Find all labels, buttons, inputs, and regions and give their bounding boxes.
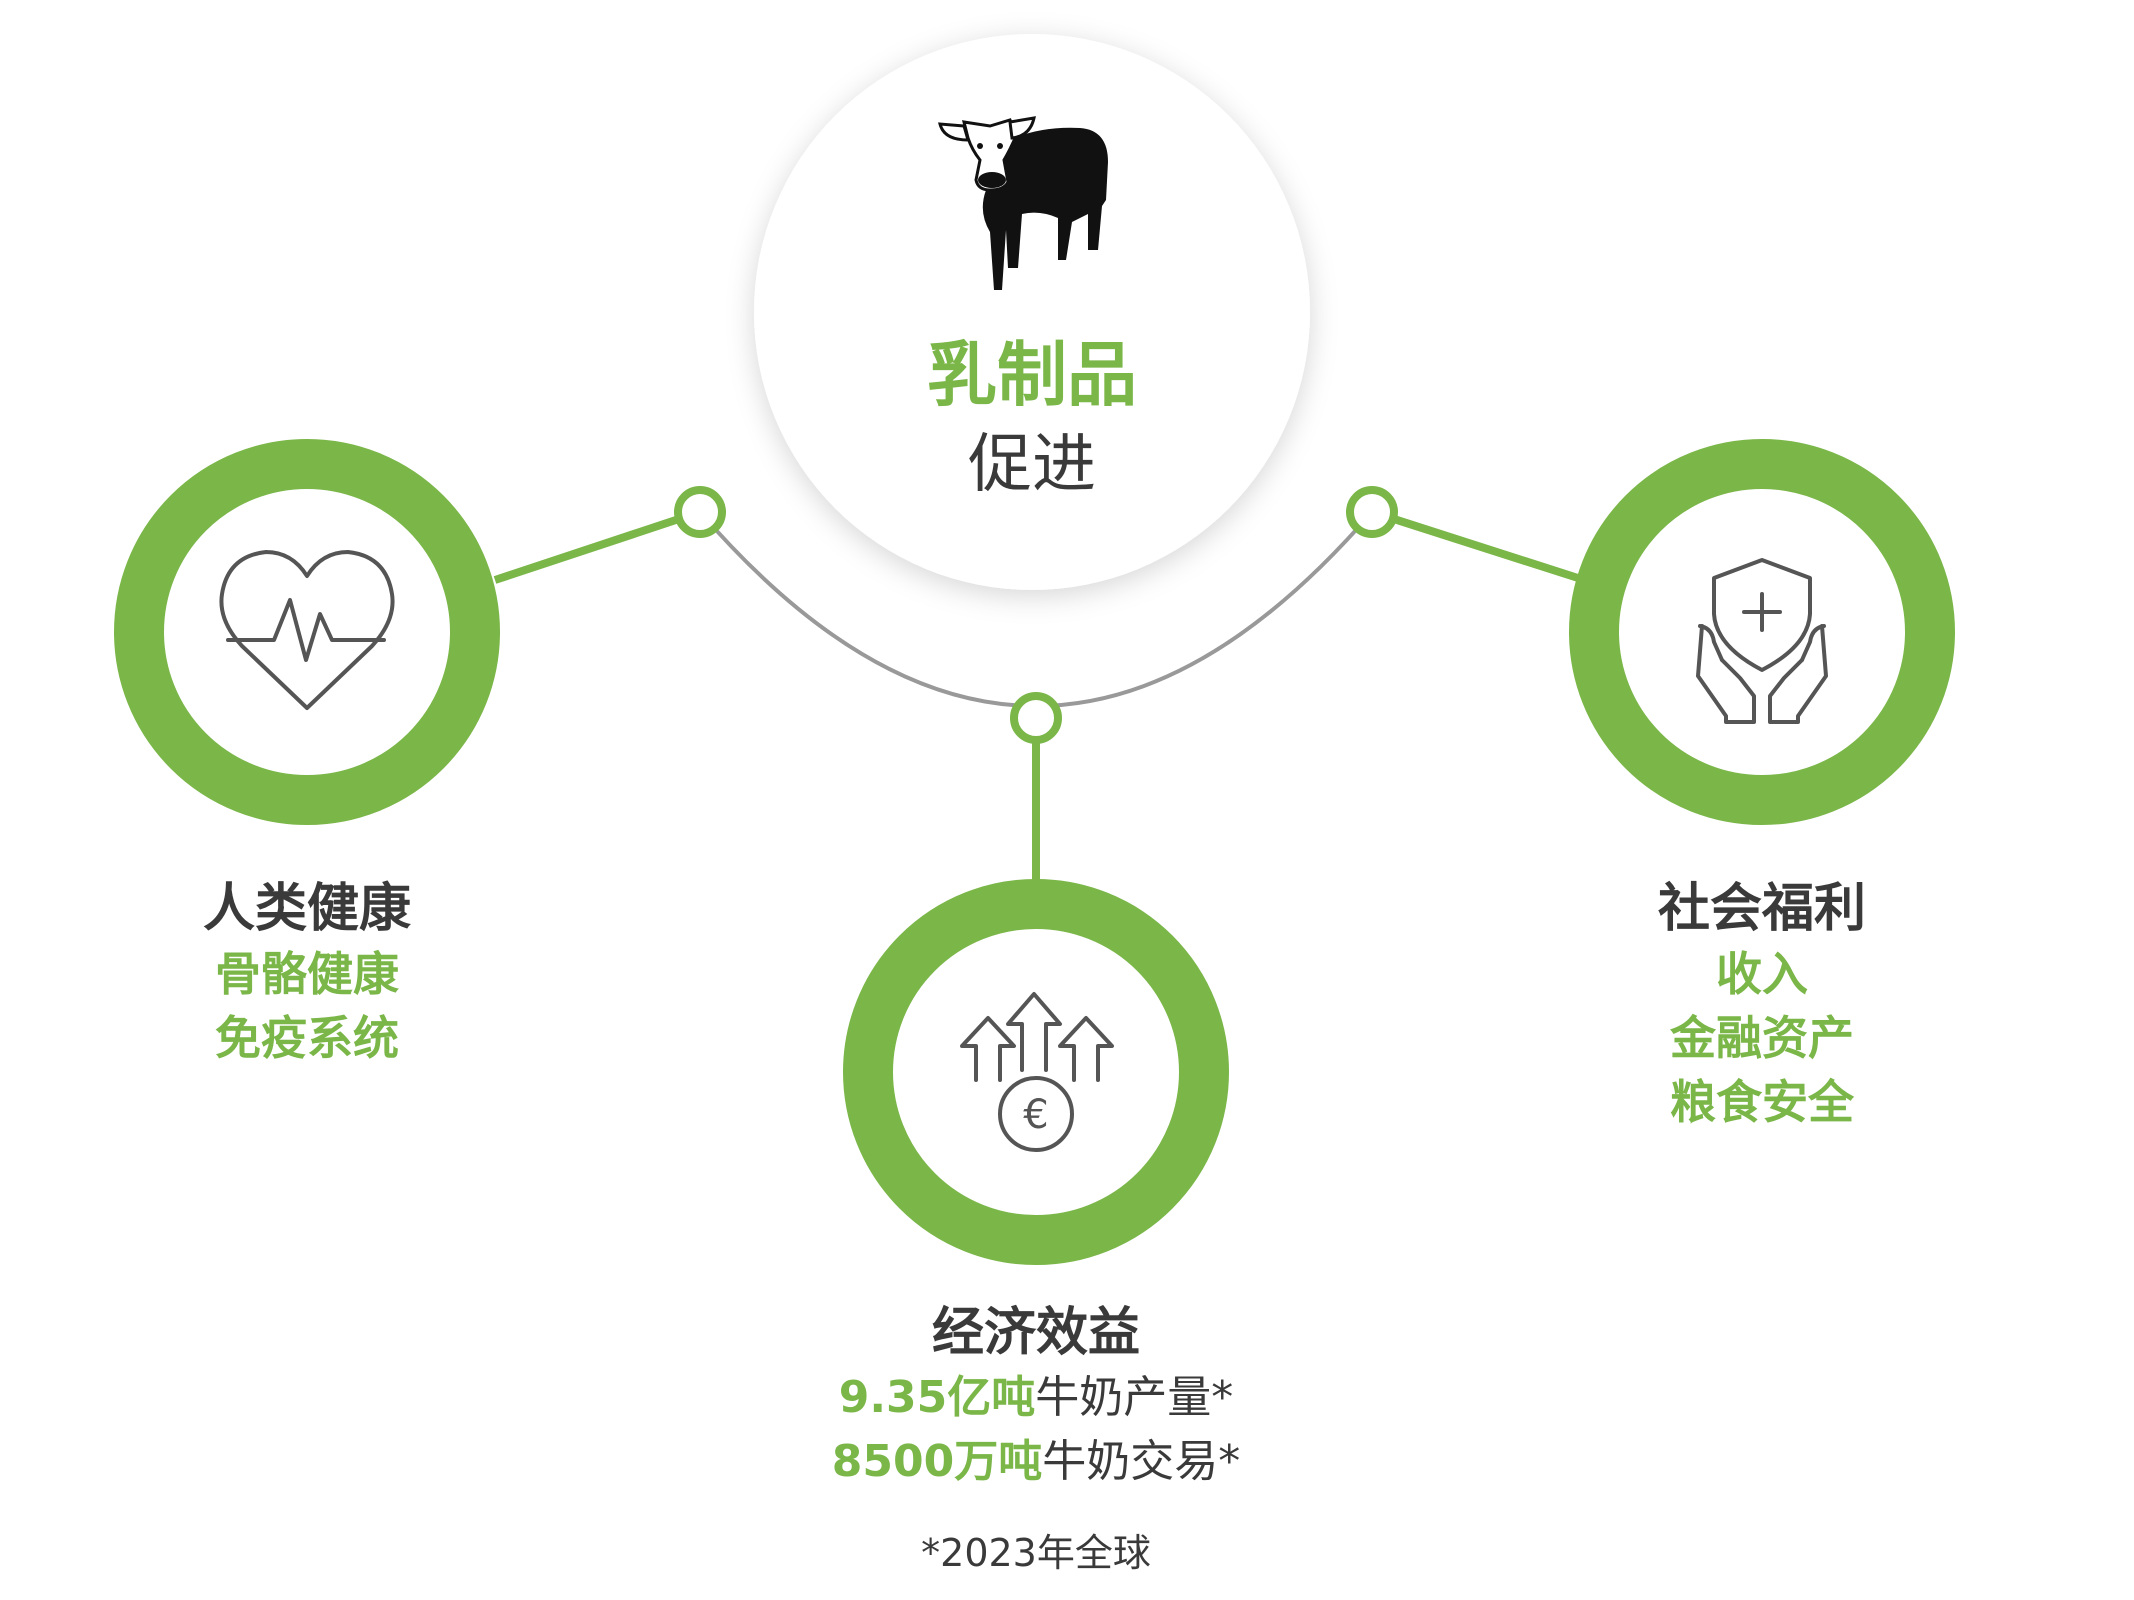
connector-health <box>493 508 702 584</box>
trade-text: 牛奶交易* <box>1042 1436 1241 1487</box>
health-item: 免疫系统 <box>215 1011 399 1065</box>
health-title: 人类健康 <box>202 879 411 939</box>
economy-stat-production: 9.35亿吨牛奶产量* <box>736 1366 1336 1430</box>
economy-label: 经济效益 9.35亿吨牛奶产量* 8500万吨牛奶交易* <box>736 1300 1336 1494</box>
economy-stat-trade: 8500万吨牛奶交易* <box>736 1430 1336 1494</box>
welfare-title: 社会福利 <box>1657 879 1866 939</box>
heart-pulse-icon <box>219 550 395 710</box>
welfare-item: 粮食安全 <box>1670 1075 1854 1129</box>
center-title: 乳制品 <box>927 334 1137 416</box>
welfare-item: 收入 <box>1716 947 1808 1001</box>
connector-welfare <box>1370 508 1580 582</box>
welfare-label: 社会福利 收入 金融资产 粮食安全 <box>1562 876 1962 1134</box>
junction-dot-center <box>1010 692 1062 744</box>
center-subtitle: 促进 <box>968 428 1096 502</box>
cow-icon <box>938 116 1108 290</box>
health-item: 骨骼健康 <box>215 947 399 1001</box>
economy-title: 经济效益 <box>931 1303 1140 1363</box>
junction-dot-right <box>1346 486 1398 538</box>
production-text: 牛奶产量* <box>1035 1372 1234 1423</box>
trade-value: 8500万吨 <box>831 1436 1043 1487</box>
svg-text:€: € <box>1023 1092 1048 1138</box>
economy-ring <box>843 879 1229 1265</box>
euro-growth-arrows-icon: € <box>960 992 1114 1152</box>
health-ring <box>114 439 500 825</box>
center-circle <box>754 34 1310 590</box>
production-value: 9.35亿吨 <box>838 1372 1036 1423</box>
welfare-item: 金融资产 <box>1670 1011 1854 1065</box>
protective-hands-shield-icon <box>1696 558 1828 724</box>
center-label: 乳制品 促进 <box>832 330 1232 510</box>
junction-dot-left <box>674 486 726 538</box>
health-label: 人类健康 骨骼健康 免疫系统 <box>107 876 507 1070</box>
footnote: *2023年全球 <box>921 1531 1151 1575</box>
